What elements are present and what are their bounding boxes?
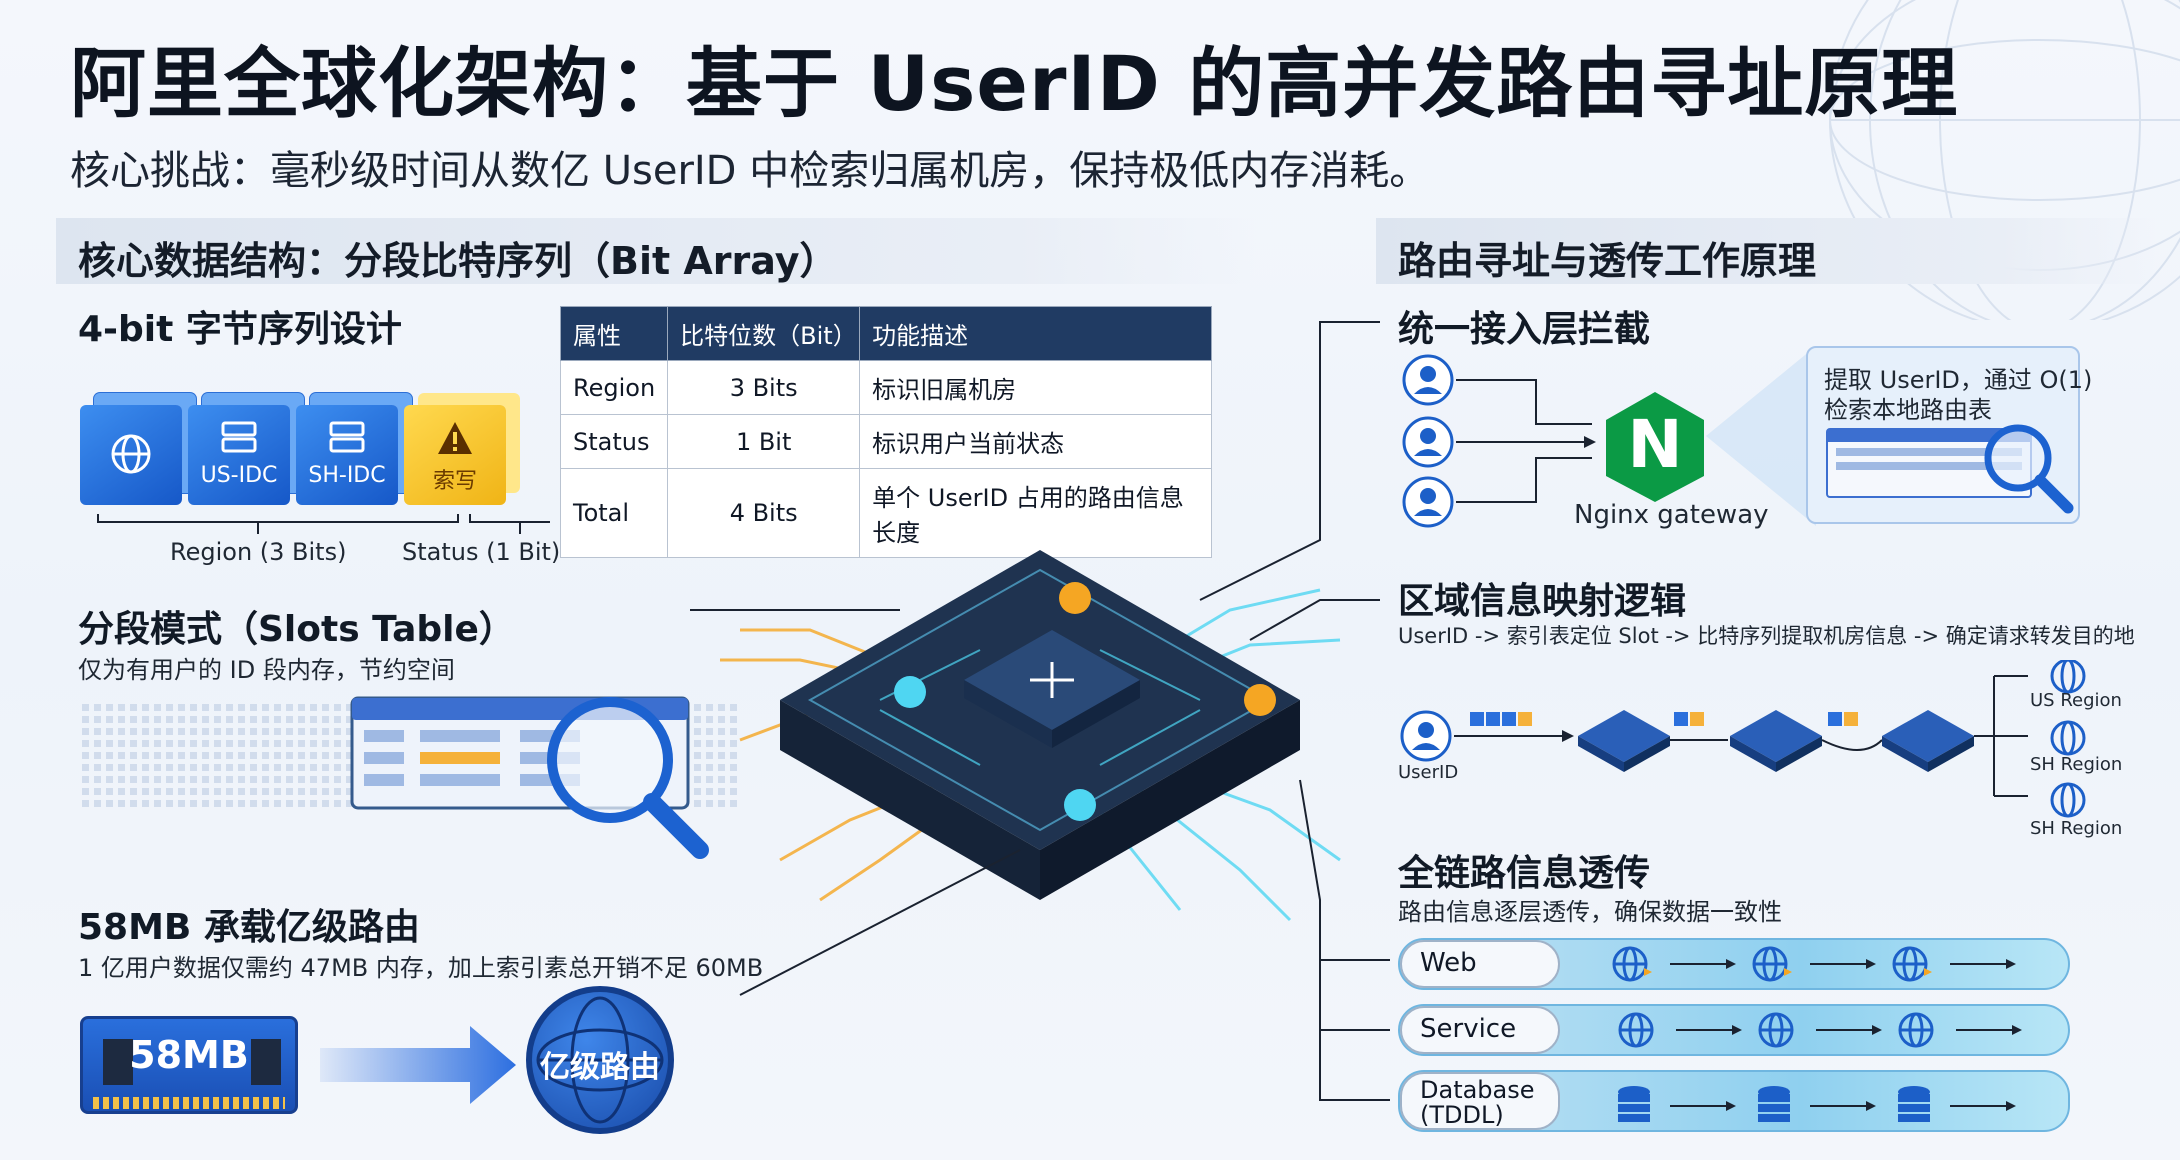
- router-node: [1882, 710, 1974, 772]
- server-icon: [329, 421, 365, 453]
- globe-icon: [1898, 1012, 1934, 1048]
- right-section-heading: 路由寻址与透传工作原理: [1376, 218, 2156, 284]
- bit-cube-sh-idc: SH-IDC: [296, 405, 398, 505]
- region-label: SH Region: [2030, 754, 2123, 775]
- nginx-letter: N: [1627, 406, 1683, 483]
- mapping-flow: [1400, 660, 2086, 818]
- table-row: Total 4 Bits 单个 UserID 占用的路由信息长度: [559, 468, 1212, 558]
- arrow-icon: [320, 1026, 516, 1104]
- table-cell: 4 Bits: [667, 468, 861, 558]
- users-to-gateway: [1402, 354, 1596, 528]
- globe-badge: 亿级路由: [526, 986, 674, 1134]
- globe-icon: [536, 996, 664, 1124]
- gateway-title: 统一接入层拦截: [1398, 309, 1651, 350]
- cube-label: US-IDC: [200, 463, 278, 488]
- passthrough-title: 全链路信息透传: [1398, 853, 1651, 894]
- bit-cube-us-idc: US-IDC: [188, 405, 290, 505]
- region-label: US Region: [2030, 690, 2122, 711]
- left-section-heading: 核心数据结构：分段比特序列（Bit Array）: [56, 218, 1256, 284]
- memory-chip-label: 58MB: [129, 1033, 249, 1077]
- lane-flow-icons: [1612, 946, 2022, 1122]
- table-header-row: 属性 比特位数（Bit） 功能描述: [559, 306, 1212, 361]
- callout-beam: [1706, 346, 1816, 526]
- region-label: SH Region: [2030, 818, 2123, 839]
- table-cell: 单个 UserID 占用的路由信息长度: [859, 468, 1212, 558]
- table-cell: 1 Bit: [667, 414, 861, 469]
- lane-label: Database (TDDL): [1400, 1072, 1560, 1130]
- slots-desc: 仅为有用户的 ID 段内存，节约空间: [78, 656, 455, 684]
- nginx-logo: N: [1604, 390, 1706, 504]
- table-cell: Total: [559, 468, 669, 558]
- router-node: [1730, 710, 1822, 772]
- brace-region-label: Region (3 Bits): [170, 538, 347, 566]
- cube-label: SH-IDC: [308, 463, 386, 488]
- mapping-user-label: UserID: [1398, 762, 1459, 783]
- database-icon: [1618, 1086, 1930, 1122]
- mapping-title: 区域信息映射逻辑: [1398, 581, 1687, 622]
- warning-icon: [438, 422, 472, 454]
- callout-line-1: 提取 UserID，通过 O(1): [1824, 366, 2093, 394]
- server-icon: [221, 421, 257, 453]
- bit-attribute-table: 属性 比特位数（Bit） 功能描述 Region 3 Bits 标识旧属机房 S…: [559, 306, 1212, 558]
- globe-icon: [1758, 1012, 1794, 1048]
- callout-line-2: 检索本地路由表: [1824, 396, 1992, 424]
- router-node: [1578, 710, 1670, 772]
- globe-icon: [1612, 946, 1648, 982]
- user-icon: [1400, 710, 1452, 762]
- mapping-desc: UserID -> 索引表定位 Slot -> 比特序列提取机房信息 -> 确定…: [1398, 624, 2135, 648]
- brace-status-label: Status (1 Bit): [402, 538, 561, 566]
- memory-desc: 1 亿用户数据仅需约 47MB 内存，加上索引素总开销不足 60MB: [78, 954, 764, 982]
- globe-badge-label: 亿级路由: [540, 1050, 660, 1085]
- nginx-caption: Nginx gateway: [1574, 500, 1769, 530]
- slots-table-illustration: [80, 696, 740, 859]
- bit-cube-region-globe: [80, 405, 182, 505]
- cube-label: 索写: [432, 469, 477, 494]
- slots-title: 分段模式（Slots Table）: [78, 609, 515, 650]
- globe-icon: [1752, 946, 1788, 982]
- magnifier-icon: [1984, 424, 2074, 514]
- lane-label: Service: [1400, 1006, 1560, 1054]
- nginx-hexagon-icon: [1606, 392, 1704, 502]
- memory-chip: 58MB: [80, 1016, 298, 1114]
- table-header: 比特位数（Bit）: [667, 306, 861, 361]
- bit-design-title: 4-bit 字节序列设计: [78, 309, 402, 350]
- table-cell: 3 Bits: [667, 360, 861, 415]
- central-router-chip: [720, 550, 1341, 922]
- bit-braces: [97, 514, 550, 534]
- globe-icon: [1892, 946, 1928, 982]
- lookup-callout: 提取 UserID，通过 O(1) 检索本地路由表: [1806, 346, 2092, 524]
- lane-database: Database (TDDL): [1398, 1070, 2070, 1132]
- table-cell: Status: [559, 414, 669, 469]
- magnifier-icon: [547, 697, 709, 859]
- globe-icon: [111, 434, 151, 474]
- lane-label: Web: [1400, 940, 1560, 988]
- table-header: 属性: [559, 306, 669, 361]
- bit-cube-status: 索写: [404, 405, 506, 505]
- passthrough-desc: 路由信息逐层透传，确保数据一致性: [1398, 898, 1782, 926]
- routing-arrows-icon: [1030, 662, 1074, 698]
- globe-icon: [1618, 1012, 1654, 1048]
- page-subtitle: 核心挑战：毫秒级时间从数亿 UserID 中检索归属机房，保持极低内存消耗。: [70, 148, 1430, 194]
- memory-title: 58MB 承载亿级路由: [78, 907, 420, 948]
- page-title: 阿里全球化架构：基于 UserID 的高并发路由寻址原理: [70, 39, 1959, 128]
